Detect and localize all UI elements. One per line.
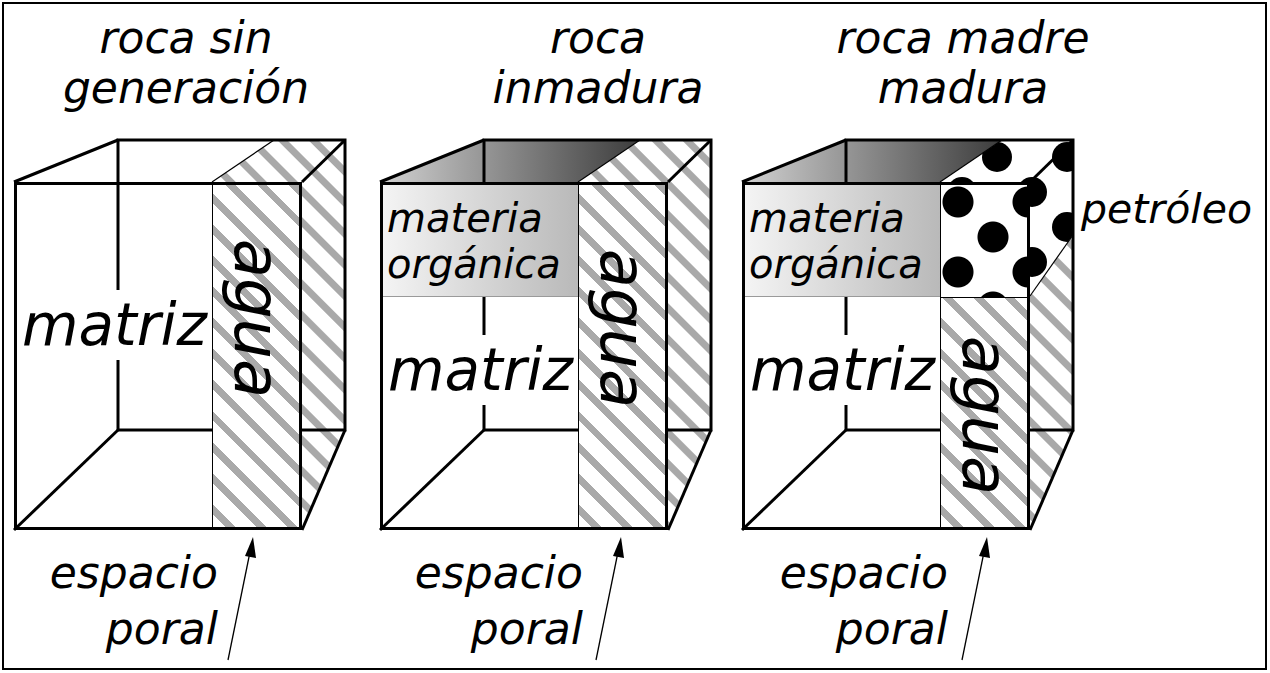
- water-band: agua: [940, 297, 1027, 527]
- rock-title: roca sin generación: [0, 13, 376, 113]
- organic-layer: materia orgánica: [745, 185, 940, 297]
- water-label: agua: [941, 335, 1028, 495]
- organic-layer: materia orgánica: [383, 185, 578, 297]
- matrix-label: matriz: [748, 335, 937, 405]
- cube-wireframe: [742, 140, 1073, 530]
- pore-space-label: espacio poral: [383, 545, 583, 657]
- rock-cube: roca sin generaciónmatrizagua: [14, 182, 302, 530]
- organic-matter-label: materia orgánica: [749, 195, 936, 287]
- matrix-label: matriz: [20, 290, 209, 360]
- rock-cube: roca inmaduramatrizmateria orgánicaagua: [380, 182, 668, 530]
- pore-space-label: espacio poral: [748, 545, 948, 657]
- matrix-label: matriz: [386, 335, 575, 405]
- leader-arrow: [228, 537, 990, 660]
- rock-title: roca madre madura: [773, 13, 1153, 113]
- oil-zone: petróleo: [940, 185, 1027, 297]
- water-label: agua: [213, 238, 300, 398]
- rock-cube: roca madre maduramatrizmateria orgánicap…: [742, 182, 1030, 530]
- pore-space-label: espacio poral: [18, 545, 218, 657]
- water-band: agua: [212, 185, 299, 527]
- rock-title: roca inmadura: [448, 13, 748, 113]
- cube-wireframe: [380, 140, 711, 530]
- water-band: agua: [578, 185, 665, 527]
- organic-matter-label: materia orgánica: [387, 195, 574, 287]
- water-label: agua: [579, 248, 666, 408]
- oil-label: petróleo: [1081, 185, 1252, 233]
- cube-wireframe: [14, 140, 345, 530]
